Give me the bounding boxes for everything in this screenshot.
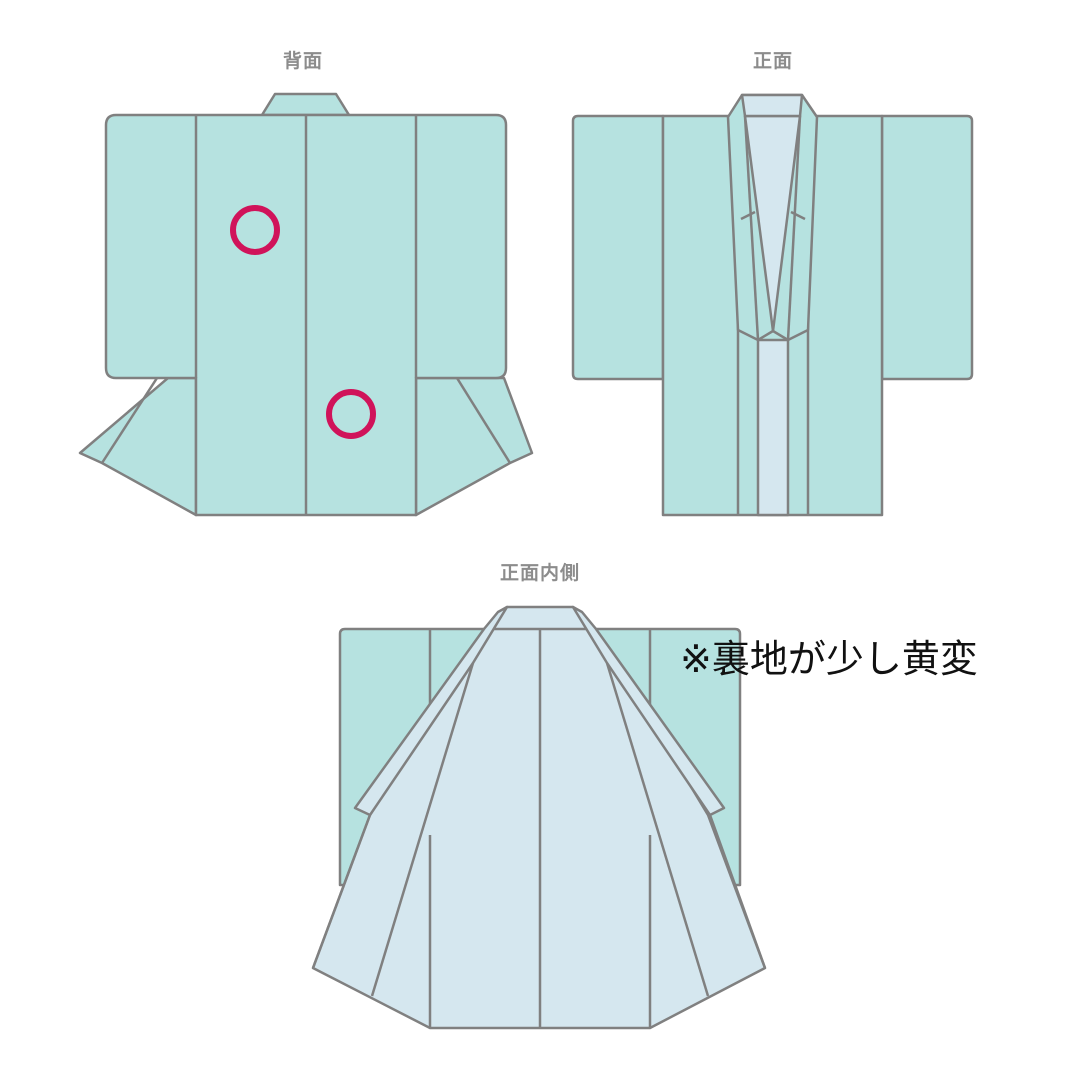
view-label-inside: 正面内側: [499, 562, 581, 584]
crest-mark-icon: [326, 389, 376, 439]
crest-mark-icon: [230, 205, 280, 255]
lining-yellowing-note: ※裏地が少し黄変: [680, 637, 978, 681]
inside-view: [311, 605, 767, 1030]
view-label-back: 背面: [282, 50, 324, 72]
front-view: [571, 93, 974, 517]
view-label-front: 正面: [752, 50, 794, 72]
back-view: [78, 92, 534, 517]
